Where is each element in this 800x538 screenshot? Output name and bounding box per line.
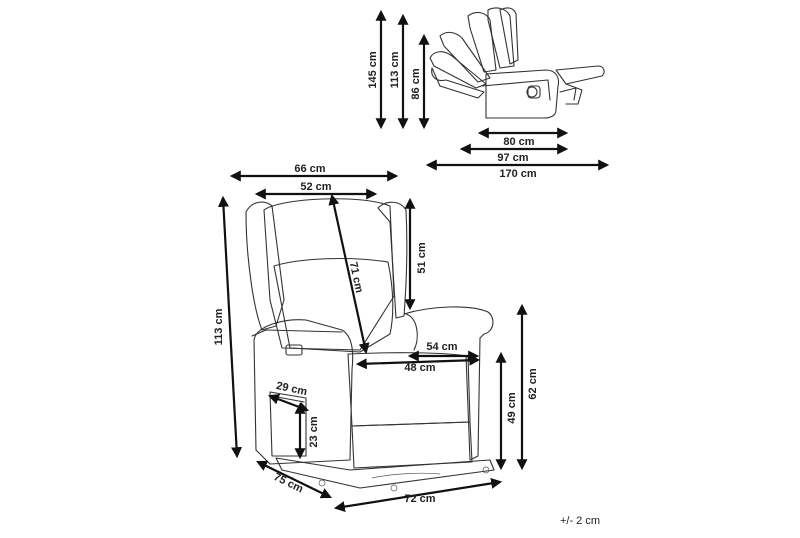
side-length-full-label: 170 cm	[499, 168, 537, 180]
base-depth-label: 75 cm	[272, 471, 305, 496]
seat-width-label: 48 cm	[404, 362, 435, 374]
tolerance-note: +/- 2 cm	[560, 515, 600, 527]
front-back-height-label: 51 cm	[416, 242, 428, 273]
seat-depth-label: 54 cm	[426, 341, 457, 353]
seat-height-label: 49 cm	[506, 392, 518, 423]
side-height-seat-back-label: 86 cm	[410, 68, 422, 99]
base-width-label: 72 cm	[404, 493, 435, 505]
front-back-width-label: 52 cm	[300, 181, 331, 193]
front-outer-width-label: 66 cm	[294, 163, 325, 175]
front-height-label: 113 cm	[213, 308, 225, 345]
pocket-height-label: 23 cm	[308, 416, 320, 447]
arm-height-label: 62 cm	[527, 368, 539, 399]
side-height-back-label: 113 cm	[389, 51, 401, 88]
side-view-drawing	[429, 7, 605, 119]
side-depth-upright-label: 80 cm	[503, 136, 534, 148]
side-height-total-label: 145 cm	[367, 51, 379, 89]
side-depth-reclined-label: 97 cm	[497, 152, 528, 164]
